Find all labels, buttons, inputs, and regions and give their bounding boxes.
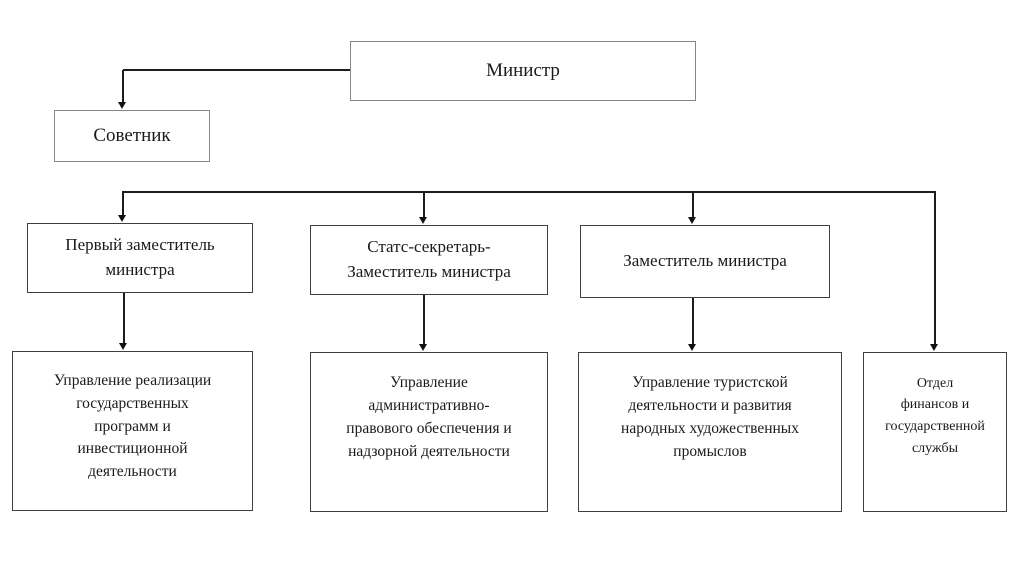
connector-drop-stats-secretary	[423, 191, 425, 218]
connector-minister-to-advisor-vertical	[122, 70, 124, 103]
node-stats-secretary-label: Статс-секретарь- Заместитель министра	[347, 237, 511, 281]
arrowhead-deputy	[688, 217, 696, 224]
node-stats-secretary: Статс-секретарь- Заместитель министра	[310, 225, 548, 295]
node-programs-department-label: Управление реализации государственных пр…	[53, 371, 212, 481]
node-tourism-department-label: Управление туристской деятельности и раз…	[621, 374, 799, 460]
connector-drop-first-deputy	[122, 191, 124, 216]
arrowhead-first-deputy	[118, 215, 126, 222]
node-admin-legal-department-label: Управление административно- правового об…	[346, 374, 512, 460]
node-deputy-minister-label: Заместитель министра	[623, 251, 787, 271]
arrowhead-finance	[930, 344, 938, 351]
connector-deputy-to-tourism	[692, 298, 694, 345]
node-advisor: Советник	[54, 110, 210, 162]
node-deputy-minister: Заместитель министра	[580, 225, 830, 298]
arrowhead-tourism	[688, 344, 696, 351]
connector-first-deputy-to-programs	[123, 293, 125, 344]
connector-stats-to-admin	[423, 295, 425, 345]
node-first-deputy-label: Первый заместитель министра	[65, 235, 215, 279]
arrowhead-admin	[419, 344, 427, 351]
node-finance-department: Отдел финансов и государственной службы	[863, 352, 1007, 512]
node-tourism-department: Управление туристской деятельности и раз…	[578, 352, 842, 512]
node-finance-department-label: Отдел финансов и государственной службы	[885, 375, 985, 456]
node-admin-legal-department: Управление административно- правового об…	[310, 352, 548, 512]
node-first-deputy-minister: Первый заместитель министра	[27, 223, 253, 293]
node-programs-department: Управление реализации государственных пр…	[12, 351, 253, 511]
connector-minister-to-advisor-horizontal	[123, 69, 350, 71]
connector-distribution-line	[122, 191, 936, 193]
arrowhead-advisor	[118, 102, 126, 109]
node-minister-label: Министр	[486, 60, 560, 81]
node-minister: Министр	[350, 41, 696, 101]
node-advisor-label: Советник	[93, 125, 171, 146]
connector-drop-finance	[934, 191, 936, 344]
arrowhead-programs	[119, 343, 127, 350]
arrowhead-stats-secretary	[419, 217, 427, 224]
connector-drop-deputy	[692, 191, 694, 218]
